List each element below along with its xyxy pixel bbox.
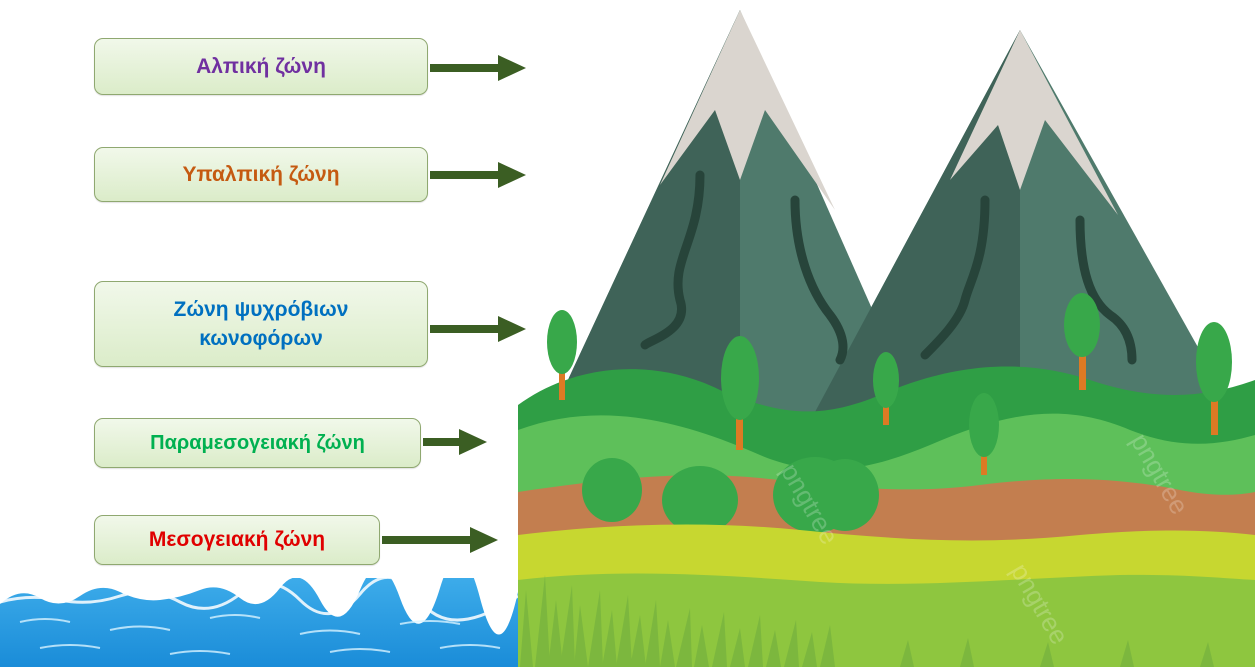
arrow-right-icon [430,162,526,188]
right-snow-cap [950,30,1118,215]
arrow-right-icon [382,527,498,553]
alpine-zone-text: Αλπική ζώνη [196,54,326,78]
arrow-right-icon [430,316,526,342]
arrow-right-icon [423,429,487,455]
paramediterranean-zone-label: Παραμεσογειακή ζώνη [94,418,421,468]
tree-icon [1196,322,1232,435]
tree-icon [969,393,999,475]
left-snow-cap [660,10,835,210]
tree-icon [547,310,577,400]
tree-icon [721,336,759,450]
mediterranean-zone-label: Μεσογειακή ζώνη [94,515,380,565]
subalpine-zone-text: Υπαλπική ζώνη [182,162,340,186]
grass-blades [520,575,1214,667]
conifer-zone-text-line1: Ζώνη ψυχρόβιων [173,297,349,321]
tree-icon [873,352,899,425]
conifer-zone-label: Ζώνη ψυχρόβιων κωνοφόρων [94,281,428,367]
tree-icon [1064,293,1100,390]
conifer-zone-text-line2: κωνοφόρων [199,327,323,350]
bushes [582,457,879,534]
subalpine-zone-label: Υπαλπική ζώνη [94,147,428,202]
paramediterranean-zone-text: Παραμεσογειακή ζώνη [150,432,365,454]
sea-illustration [0,578,518,667]
alpine-zone-label: Αλπική ζώνη [94,38,428,95]
arrow-right-icon [430,55,526,81]
mediterranean-zone-text: Μεσογειακή ζώνη [148,528,326,552]
